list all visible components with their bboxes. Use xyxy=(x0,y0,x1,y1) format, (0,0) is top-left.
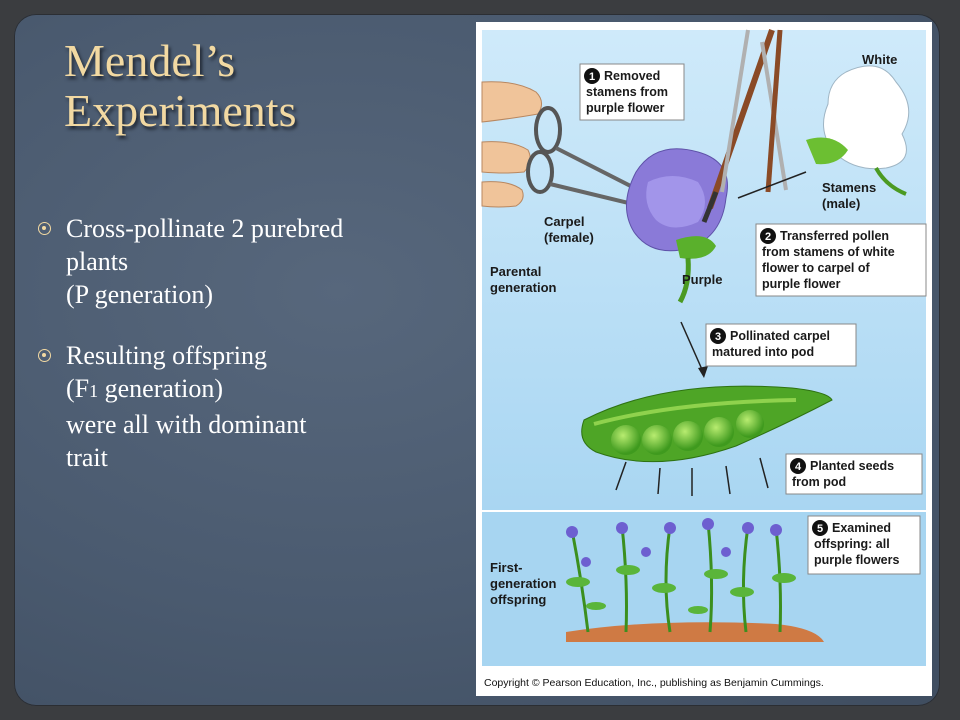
step-2-line2: from stamens of white xyxy=(762,245,895,259)
step-1-line3: purple flower xyxy=(586,101,665,115)
title-line-2: Experiments xyxy=(64,85,297,136)
bullet-item-offspring: Resulting offspring (F1 generation) were… xyxy=(38,339,468,474)
label-stamens-line2: (male) xyxy=(822,196,860,211)
pea-pod-illustration xyxy=(581,385,833,463)
bullet-line: plants xyxy=(66,247,129,276)
mendel-diagram: White Stamens (male) Carpel (female) Pur… xyxy=(476,22,932,696)
paintbrush-illustration xyxy=(701,29,788,223)
bullet-line: were all with dominant xyxy=(66,410,307,439)
step-1-line1: Removed xyxy=(604,69,660,83)
seed-arrows xyxy=(615,457,769,496)
step-box-5: 5 Examined offspring: all purple flowers xyxy=(807,515,921,575)
purple-flower-illustration xyxy=(625,148,728,304)
bullet-icon xyxy=(38,222,51,235)
label-first-line2: generation xyxy=(490,576,557,591)
step-4-line1: Planted seeds xyxy=(810,459,894,473)
step-2-line4: purple flower xyxy=(762,277,841,291)
step-5-line1: Examined xyxy=(832,521,891,535)
hand-scissors-illustration xyxy=(481,81,667,214)
f1-prefix: (F xyxy=(66,374,90,403)
step-number: 5 xyxy=(817,523,823,535)
step-box-4: 4 Planted seeds from pod xyxy=(785,453,923,495)
step-2-line3: flower to carpel of xyxy=(762,261,870,275)
bullet-icon xyxy=(38,349,51,362)
bullet-line: Cross-pollinate 2 purebred xyxy=(66,214,344,243)
diagram-svg: White Stamens (male) Carpel (female) Pur… xyxy=(481,29,927,689)
label-white: White xyxy=(862,52,897,67)
arrow xyxy=(737,171,807,199)
bullet-line: (F1 generation) xyxy=(66,372,468,408)
bullet-item-cross-pollinate: Cross-pollinate 2 purebred plants (P gen… xyxy=(38,212,468,311)
step-number: 4 xyxy=(795,461,802,473)
step-number: 1 xyxy=(589,71,595,83)
label-parental-line2: generation xyxy=(490,280,557,295)
label-carpel-line2: (female) xyxy=(544,230,594,245)
step-5-line2: offspring: all xyxy=(814,537,890,551)
label-first-line1: First- xyxy=(490,560,523,575)
step-1-line2: stamens from xyxy=(586,85,668,99)
title-line-1: Mendel’s xyxy=(64,35,236,86)
bullet-list: Cross-pollinate 2 purebred plants (P gen… xyxy=(38,212,468,502)
offspring-plants-illustration xyxy=(566,518,824,642)
step-3-line2: matured into pod xyxy=(712,345,814,359)
f1-suffix: generation) xyxy=(98,374,224,403)
label-purple: Purple xyxy=(682,272,722,287)
white-flower-illustration xyxy=(806,65,910,196)
label-stamens-line1: Stamens xyxy=(822,180,876,195)
step-box-2: 2 Transferred pollen from stamens of whi… xyxy=(755,223,927,297)
step-number: 3 xyxy=(715,331,721,343)
label-carpel-line1: Carpel xyxy=(544,214,584,229)
bullet-line: (P generation) xyxy=(66,280,214,309)
arrow-head xyxy=(698,366,708,378)
step-4-line2: from pod xyxy=(792,475,846,489)
label-parental-line1: Parental xyxy=(490,264,541,279)
arrow xyxy=(680,321,705,375)
label-first-line3: offspring xyxy=(490,592,546,607)
step-box-3: 3 Pollinated carpel matured into pod xyxy=(705,323,857,367)
copyright-notice: Copyright © Pearson Education, Inc., pub… xyxy=(484,677,824,689)
bullet-line: trait xyxy=(66,443,108,472)
step-2-line1: Transferred pollen xyxy=(780,229,889,243)
bullet-line: Resulting offspring xyxy=(66,341,268,370)
step-number: 2 xyxy=(765,231,771,243)
step-box-1: 1 Removed stamens from purple flower xyxy=(579,63,685,121)
f1-subscript: 1 xyxy=(89,381,99,401)
step-3-line1: Pollinated carpel xyxy=(730,329,830,343)
step-5-line3: purple flowers xyxy=(814,553,899,567)
slide-title: Mendel’s Experiments xyxy=(64,36,464,136)
